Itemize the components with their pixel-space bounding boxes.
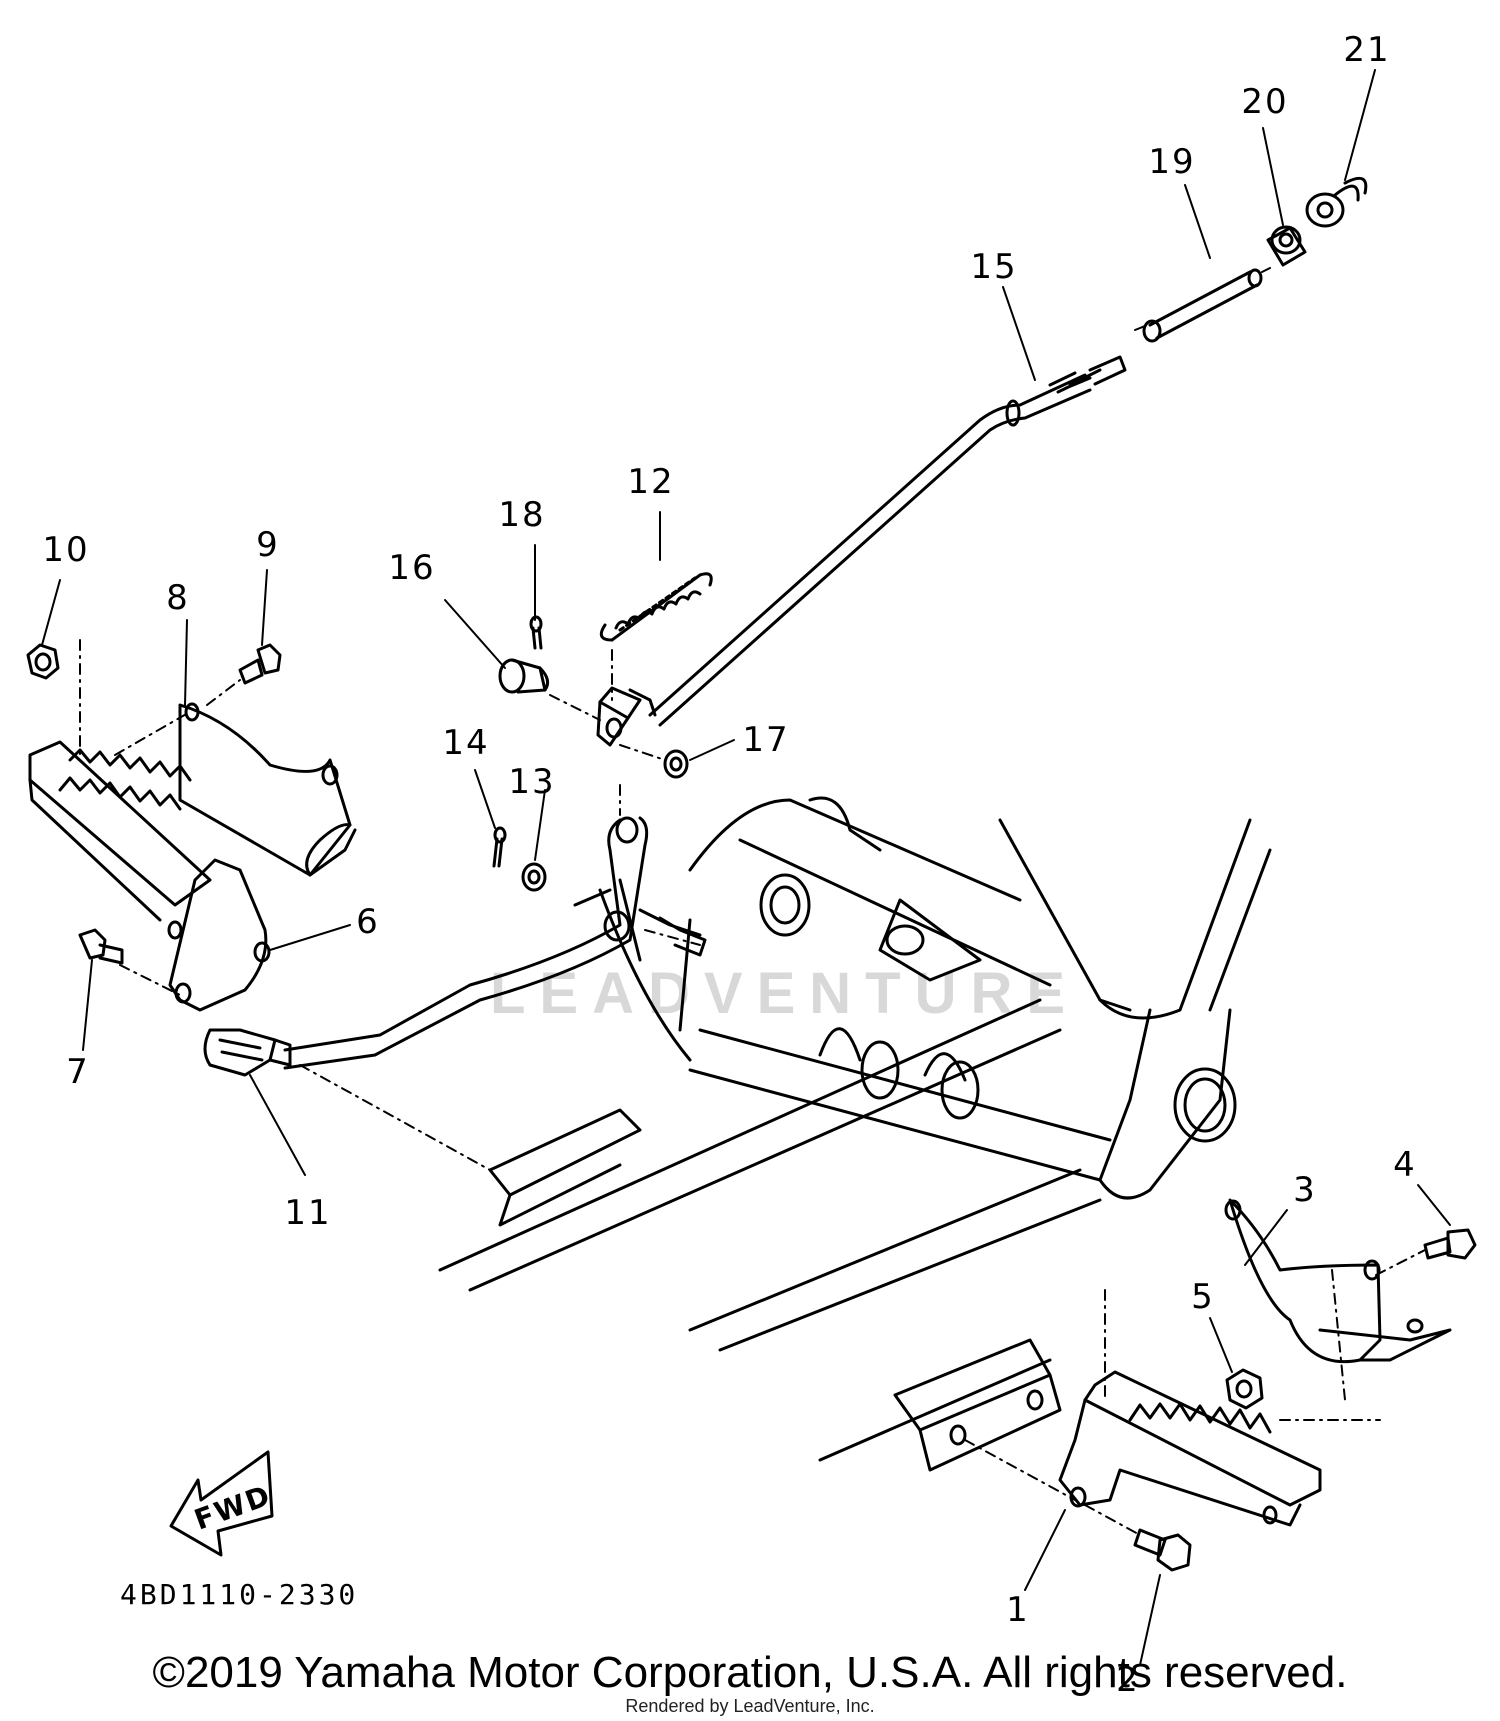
callout-3: 3 [1293, 1170, 1317, 1210]
callout-15: 15 [970, 247, 1018, 287]
cotter-pin-part-18 [531, 617, 541, 648]
alignment-lines [80, 268, 1425, 1535]
footpeg-part-1 [1060, 1372, 1320, 1525]
spring-part-12 [601, 574, 711, 640]
copyright-notice: ©2019 Yamaha Motor Corporation, U.S.A. A… [152, 1648, 1348, 1697]
leader-lines [42, 70, 1450, 1665]
pin-part-19 [1144, 270, 1261, 341]
callout-12: 12 [627, 462, 675, 502]
wing-nut-part-21 [1307, 178, 1366, 226]
footrest-bracket-part-6 [169, 860, 269, 1010]
washer-part-17 [665, 751, 687, 777]
callout-13: 13 [508, 762, 556, 802]
collar-part-20 [1268, 227, 1305, 265]
callout-1: 1 [1006, 1590, 1030, 1630]
callout-7: 7 [66, 1052, 90, 1092]
callout-8: 8 [166, 578, 190, 618]
callout-19: 19 [1148, 142, 1196, 182]
heel-plate-part-3 [1226, 1200, 1450, 1362]
bolt-part-9 [240, 645, 280, 683]
bolt-part-7 [80, 930, 122, 963]
clevis-pin-part-16 [500, 660, 548, 692]
callout-6: 6 [356, 902, 380, 942]
callout-17: 17 [742, 720, 790, 760]
callout-5: 5 [1191, 1277, 1215, 1317]
callout-2: 2 [1116, 1660, 1140, 1700]
bolt-part-4 [1425, 1230, 1475, 1258]
callout-14: 14 [442, 723, 490, 763]
callout-4: 4 [1393, 1145, 1417, 1185]
callout-21: 21 [1343, 30, 1391, 70]
nut-part-5 [1227, 1370, 1262, 1408]
callout-9: 9 [256, 525, 280, 565]
rod-joint [598, 688, 655, 745]
watermark-text: LEADVENTURE [490, 961, 1080, 1026]
brake-rod-part-15 [650, 357, 1125, 725]
nut-part-10 [28, 645, 58, 678]
cotter-pin-part-14 [494, 828, 505, 866]
callout-16: 16 [388, 548, 436, 588]
callout-10: 10 [42, 530, 90, 570]
frame-drawing [440, 798, 1270, 1470]
heel-plate-part-8 [180, 704, 355, 875]
renderer-credit: Rendered by LeadVenture, Inc. [625, 1696, 875, 1716]
brake-pedal-part-11 [205, 818, 705, 1075]
callout-11: 11 [284, 1193, 332, 1233]
left-footpeg [30, 742, 210, 920]
callout-18: 18 [498, 495, 546, 535]
forward-arrow [171, 1452, 272, 1555]
callout-20: 20 [1241, 82, 1289, 122]
washer-part-13 [523, 864, 545, 890]
diagram-code: 4BD1110-2330 [120, 1578, 359, 1611]
bolt-part-2 [1135, 1530, 1190, 1570]
